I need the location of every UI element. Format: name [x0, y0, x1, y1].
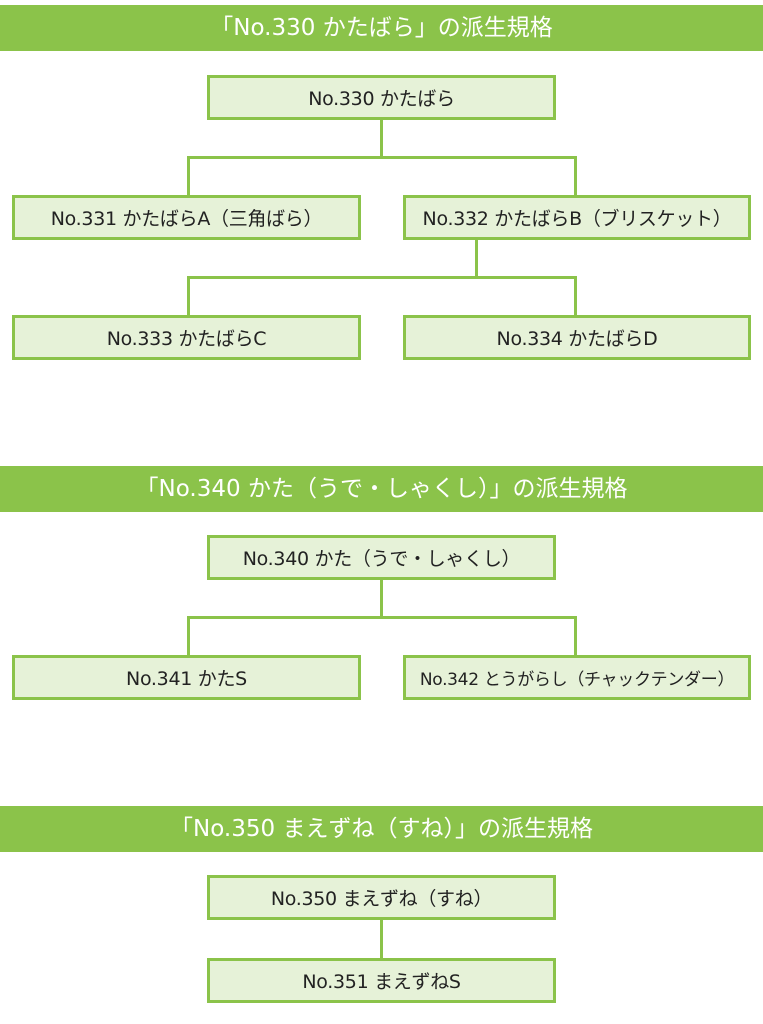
- section-header-340: 「No.340 かた（うで・しゃくし）」の派生規格: [0, 466, 763, 512]
- connector-340-to-341: [187, 616, 190, 655]
- node-332-katabara-b: No.332 かたばらB（ブリスケット）: [403, 195, 751, 240]
- node-333-katabara-c: No.333 かたばらC: [12, 315, 361, 360]
- node-334-katabara-d: No.334 かたばらD: [403, 315, 751, 360]
- connector-330-branch: [187, 156, 577, 159]
- connector-350-to-351: [380, 920, 383, 958]
- connector-330-to-332: [574, 156, 577, 195]
- section-header-350: 「No.350 まえずね（すね）」の派生規格: [0, 806, 763, 852]
- node-341-kata-s: No.341 かたS: [12, 655, 361, 700]
- connector-332-stem: [475, 240, 478, 278]
- connector-332-to-333: [187, 276, 190, 315]
- connector-330-to-331: [187, 156, 190, 195]
- section-header-330: 「No.330 かたばら」の派生規格: [0, 5, 763, 51]
- node-331-katabara-a: No.331 かたばらA（三角ばら）: [12, 195, 361, 240]
- node-330-katabara: No.330 かたばら: [207, 75, 556, 120]
- node-350-maezune: No.350 まえずね（すね）: [207, 875, 556, 920]
- node-351-maezune-s: No.351 まえずねS: [207, 958, 556, 1003]
- connector-330-stem: [380, 120, 383, 158]
- connector-340-branch: [187, 616, 577, 619]
- node-342-tougarashi: No.342 とうがらし（チャックテンダー）: [403, 655, 751, 700]
- connector-332-branch: [187, 276, 577, 279]
- connector-332-to-334: [574, 276, 577, 315]
- connector-340-to-342: [574, 616, 577, 655]
- connector-340-stem: [380, 580, 383, 618]
- node-340-kata: No.340 かた（うで・しゃくし）: [207, 535, 556, 580]
